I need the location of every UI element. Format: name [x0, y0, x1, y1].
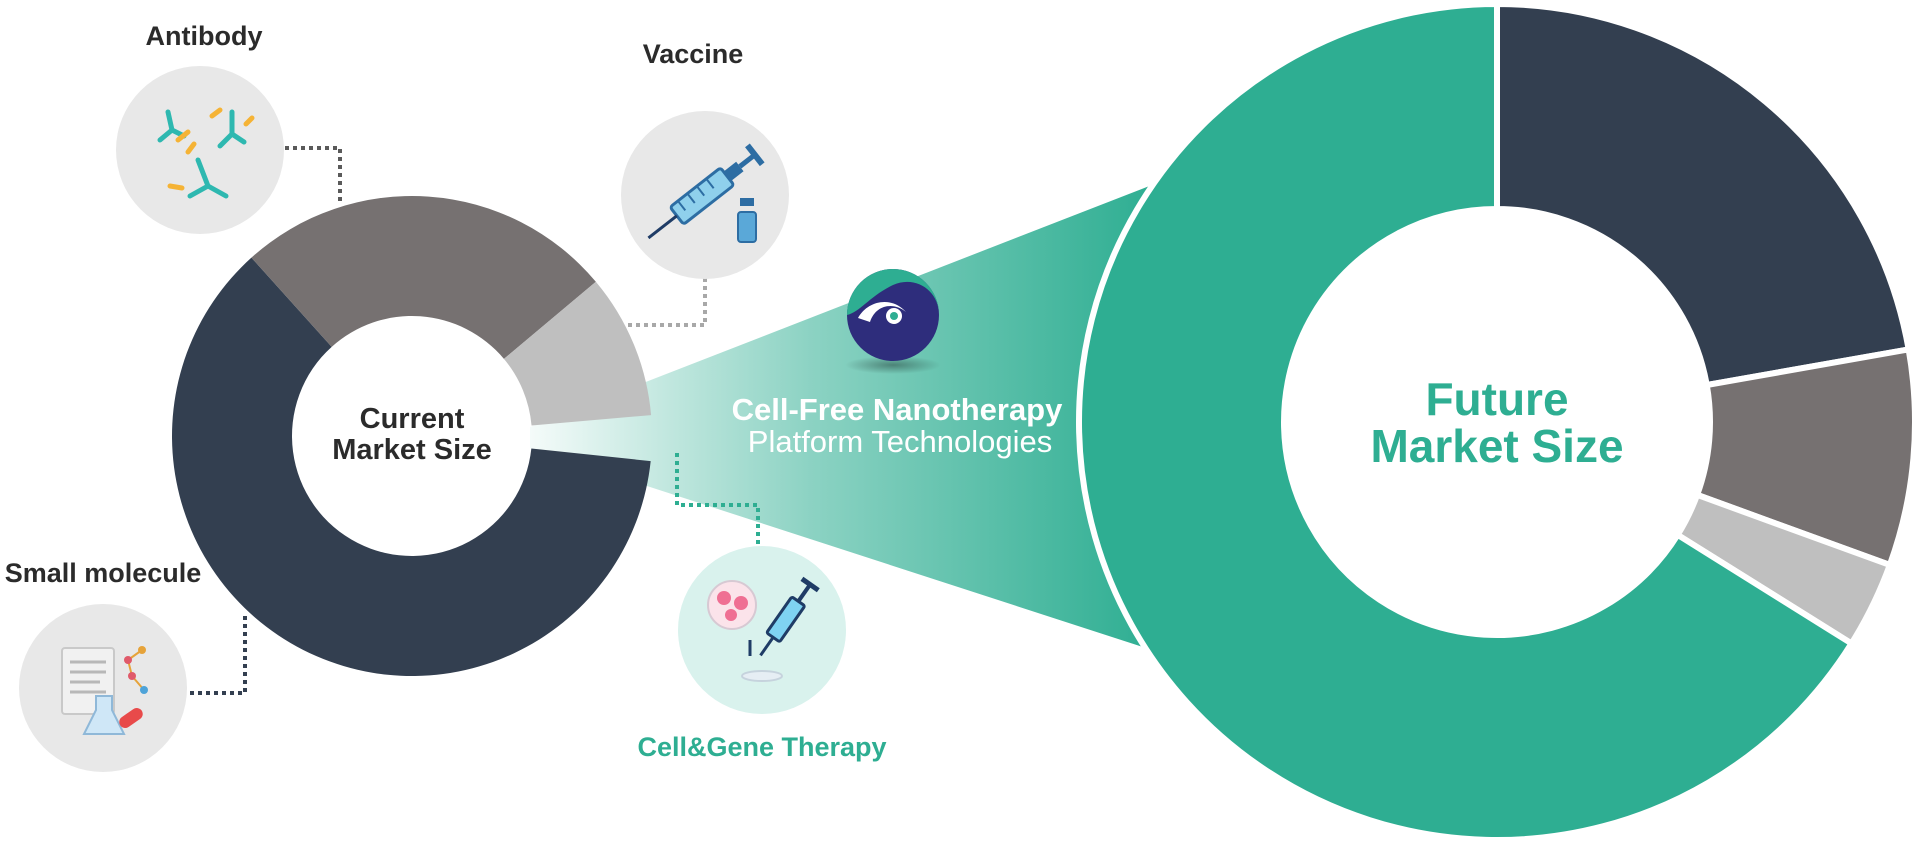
expansion-beam	[530, 185, 1152, 650]
antibody-connector	[285, 146, 342, 202]
platform-subtitle: Platform Technologies	[748, 424, 1052, 459]
antibody-label: Antibody	[146, 21, 263, 51]
current-small-molecule-segment	[171, 257, 651, 677]
platform-logo-icon	[845, 269, 941, 374]
document-flask-pill-icon	[19, 604, 187, 772]
future-cell-free-segment	[1076, 0, 1856, 843]
platform-title: Cell-Free Nanotherapy	[732, 392, 1064, 427]
current-market-label-line1: Current	[360, 403, 465, 435]
syringe-vial-icon	[621, 111, 789, 279]
future-small-molecule-segment	[1494, 0, 1913, 389]
petri-dish-syringe-icon	[678, 546, 846, 714]
small-molecule-connector	[190, 612, 247, 695]
current-antibody-segment	[251, 196, 596, 359]
future-market-label-line2: Market Size	[1370, 420, 1623, 472]
current-market-donut	[171, 196, 652, 677]
current-market-label-line2: Market Size	[332, 434, 492, 466]
cell-gene-label: Cell&Gene Therapy	[637, 732, 886, 762]
vaccine-label: Vaccine	[643, 39, 744, 69]
vaccine-connector	[628, 278, 707, 327]
current-vaccine-segment	[503, 281, 652, 426]
future-market-donut	[1076, 0, 1918, 843]
cell-gene-connector	[675, 453, 760, 545]
small-molecule-label: Small molecule	[5, 558, 202, 588]
future-market-label-line1: Future	[1425, 373, 1568, 425]
antibody-icon	[116, 66, 284, 234]
